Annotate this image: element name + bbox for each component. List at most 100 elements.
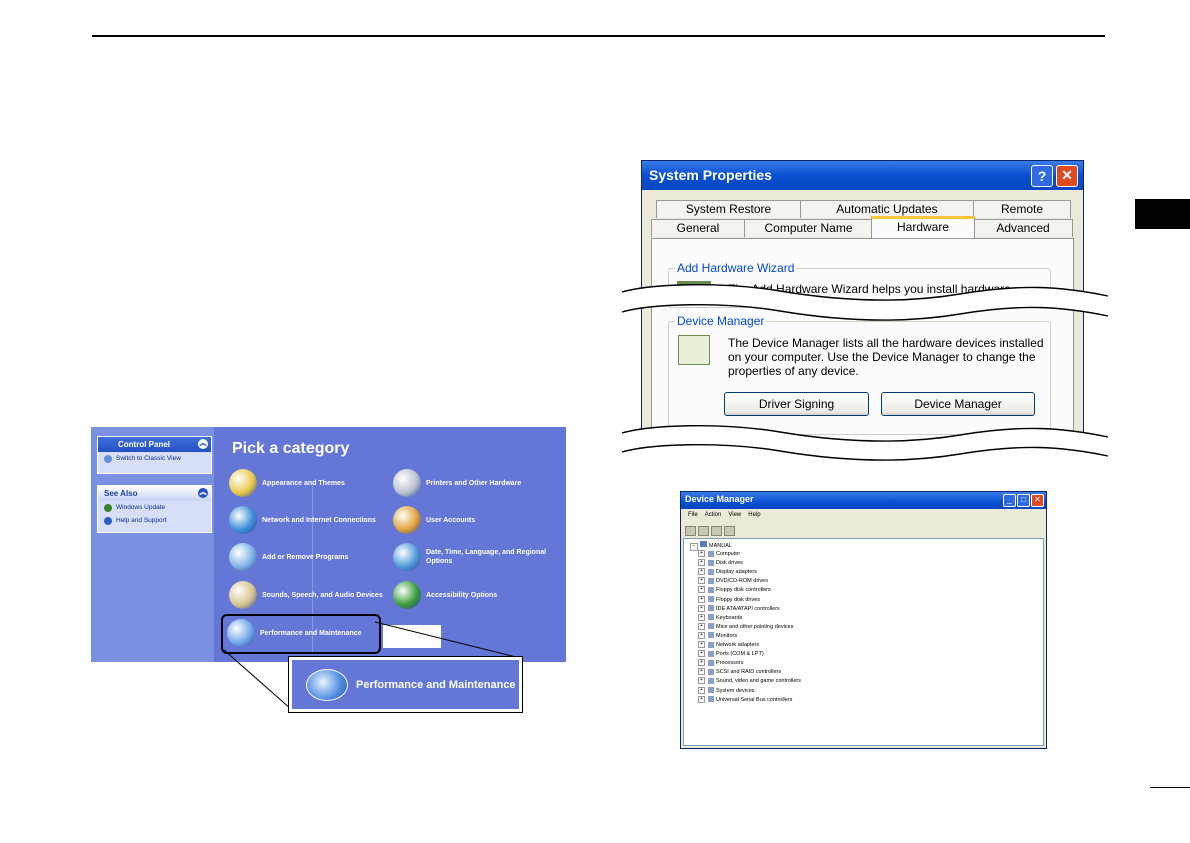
tab-advanced[interactable]: Advanced (973, 219, 1073, 237)
category-network-internet[interactable]: Network and Internet Connections (229, 505, 376, 535)
tree-node[interactable]: +Monitors (698, 631, 737, 641)
device-icon (708, 659, 714, 666)
expand-icon[interactable]: + (698, 559, 705, 567)
tree-node[interactable]: +Ports (COM & LPT) (698, 650, 764, 659)
device-icon (708, 696, 714, 703)
tree-node-label: Processors (716, 660, 744, 667)
expand-icon[interactable]: + (698, 613, 705, 621)
category-date-time-language[interactable]: Date, Time, Language, and Regional Optio… (393, 542, 563, 572)
collapse-chevron-icon[interactable]: ︽ (198, 439, 208, 449)
dm-title-bar[interactable]: Device Manager _ □ ✕ (681, 492, 1046, 509)
expand-icon[interactable]: + (698, 586, 705, 594)
menu-file[interactable]: File (688, 512, 698, 518)
minimize-button[interactable]: _ (1003, 494, 1016, 507)
category-add-remove-programs[interactable]: Add or Remove Programs (229, 542, 348, 572)
back-icon[interactable] (685, 526, 696, 536)
tree-node[interactable]: + DVD/CD-ROM drives (698, 577, 768, 586)
driver-signing-button[interactable]: Driver Signing (724, 392, 869, 416)
tree-node[interactable]: + Processors (698, 659, 744, 668)
help-icon[interactable] (724, 526, 735, 536)
expand-icon[interactable]: + (698, 659, 705, 667)
expand-icon[interactable]: + (698, 641, 705, 649)
category-user-accounts[interactable]: User Accounts (393, 505, 475, 535)
tree-node[interactable]: +Universal Serial Bus controllers (698, 695, 792, 705)
menu-action[interactable]: Action (704, 512, 722, 518)
expand-icon[interactable]: + (698, 686, 705, 694)
expand-icon[interactable]: + (698, 622, 705, 630)
expand-icon[interactable]: + (698, 568, 705, 576)
device-manager-group: Device Manager The Device Manager lists … (668, 314, 1051, 435)
expand-icon[interactable]: + (698, 604, 705, 612)
tab-automatic-updates[interactable]: Automatic Updates (800, 200, 974, 218)
switch-classic-view-link[interactable]: Switch to Classic View (98, 452, 211, 465)
expand-icon[interactable]: + (698, 668, 705, 676)
tree-node[interactable]: +Disk drives (698, 559, 743, 568)
windows-update-link[interactable]: Windows Update (98, 501, 211, 514)
tree-node[interactable]: + Keyboards (698, 613, 743, 623)
expand-icon[interactable]: + (698, 550, 705, 558)
tab-hardware[interactable]: Hardware (871, 216, 975, 238)
expand-icon[interactable]: + (698, 695, 705, 703)
device-manager-window: Device Manager _ □ ✕ File Action View He… (680, 491, 1047, 749)
category-performance-maintenance[interactable]: Performance and Maintenance (227, 618, 362, 648)
control-panel-pane-header[interactable]: Control Panel ︽ (98, 437, 211, 452)
date-time-globe-icon (393, 543, 421, 571)
device-icon (708, 586, 714, 593)
tree-node-label: Keyboards (716, 614, 743, 621)
tree-node[interactable]: +Network adapters (698, 641, 759, 650)
collapse-chevron-icon[interactable]: ︽ (198, 488, 208, 498)
device-manager-button[interactable]: Device Manager (881, 392, 1035, 416)
tree-node[interactable]: +IDE ATA/ATAPI controllers (698, 604, 780, 614)
see-also-title: See Also (104, 489, 138, 498)
device-icon (708, 577, 714, 584)
menu-help[interactable]: Help (748, 512, 761, 518)
tree-node[interactable]: +Sound, video and game controllers (698, 677, 801, 686)
top-rule (92, 35, 1105, 37)
accessibility-icon (393, 581, 421, 609)
maximize-button[interactable]: □ (1017, 494, 1030, 507)
tree-root[interactable]: −MANUAL (690, 541, 732, 551)
category-printers-hardware[interactable]: Printers and Other Hardware (393, 468, 521, 498)
printer-icon (393, 469, 421, 497)
add-hardware-wizard-group: Add Hardware Wizard The Add Hardware Wiz… (668, 261, 1051, 308)
expand-icon[interactable]: + (698, 595, 705, 603)
system-properties-dialog: System Properties ? ✕ System Restore Aut… (641, 160, 1084, 457)
category-sounds-speech-audio[interactable]: Sounds, Speech, and Audio Devices (229, 580, 383, 610)
expand-icon[interactable]: + (698, 577, 705, 585)
tree-node-label: DVD/CD-ROM drives (716, 578, 768, 585)
dm-title: Device Manager (685, 494, 754, 504)
help-button[interactable]: ? (1031, 165, 1053, 187)
zoom-inset-content[interactable]: Performance and Maintenance (292, 660, 519, 709)
close-button[interactable]: ✕ (1031, 494, 1044, 507)
tree-node[interactable]: +SCSI and RAID controllers (698, 668, 781, 677)
device-icon (708, 687, 714, 694)
tree-node[interactable]: + System devices (698, 686, 755, 696)
properties-icon[interactable] (711, 526, 722, 536)
title-bar[interactable]: System Properties ? ✕ (642, 161, 1083, 190)
device-manager-check-icon (678, 335, 710, 365)
control-panel-pane-title: Control Panel (118, 440, 171, 449)
see-also-pane-header[interactable]: See Also ︽ (98, 486, 211, 501)
tree-node[interactable]: +Floppy disk controllers (698, 586, 771, 595)
category-accessibility[interactable]: Accessibility Options (393, 580, 497, 610)
device-icon (708, 596, 714, 603)
category-appearance-themes[interactable]: Appearance and Themes (229, 468, 345, 498)
tab-computer-name[interactable]: Computer Name (744, 219, 873, 237)
close-button[interactable]: ✕ (1056, 165, 1078, 187)
tree-node[interactable]: +Floppy disk drives (698, 595, 760, 605)
device-icon (708, 650, 714, 657)
tree-node[interactable]: +Computer (698, 550, 740, 559)
expand-icon[interactable]: + (698, 631, 705, 639)
tree-node[interactable]: +Mice and other pointing devices (698, 622, 793, 632)
forward-icon[interactable] (698, 526, 709, 536)
expand-icon[interactable]: + (698, 677, 705, 685)
tab-general[interactable]: General (651, 219, 745, 237)
tab-system-restore[interactable]: System Restore (656, 200, 801, 218)
expand-icon[interactable]: + (698, 650, 705, 658)
device-manager-group-title: Device Manager (675, 314, 767, 328)
tree-node-label: System devices (716, 687, 755, 694)
tab-remote[interactable]: Remote (973, 200, 1071, 218)
menu-view[interactable]: View (728, 512, 742, 518)
help-support-link[interactable]: Help and Support (98, 514, 211, 527)
tree-node[interactable]: +Display adapters (698, 568, 757, 577)
